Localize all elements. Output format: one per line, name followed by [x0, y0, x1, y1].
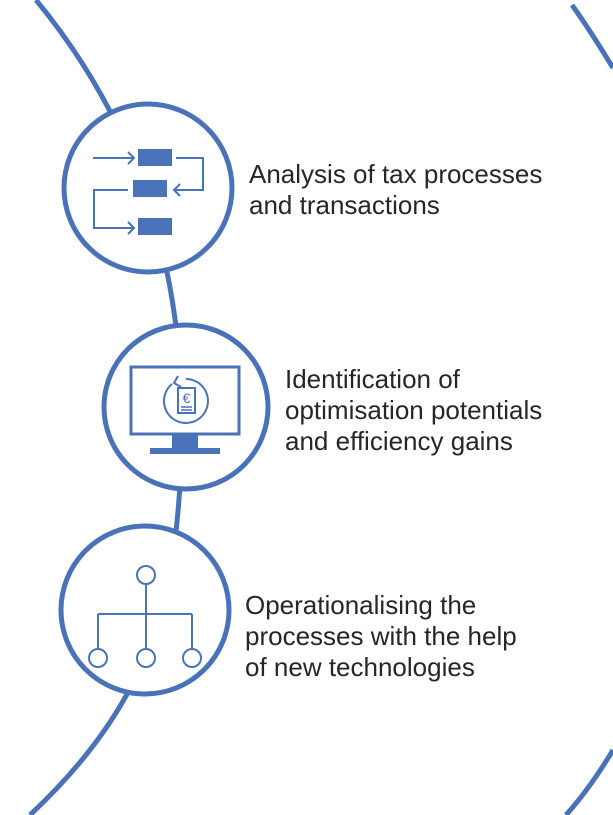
step-1-description: Analysis of tax processes and transactio… — [249, 159, 542, 221]
step-2-description: Identification of optimisation potential… — [285, 364, 542, 457]
hierarchy-network-icon — [58, 523, 232, 697]
step-1-line-1: Analysis of tax processes — [249, 159, 543, 189]
step-3-description: Operationalising the processes with the … — [245, 590, 517, 683]
right-arc-bottom — [564, 748, 613, 815]
step-2-line-1: Identification of — [285, 364, 460, 394]
step-1-line-2: and transactions — [249, 190, 440, 220]
right-arc — [569, 3, 613, 70]
step-2-line-3: and efficiency gains — [285, 426, 513, 456]
step-3-line-1: Operationalising the — [245, 590, 477, 620]
step-3-line-3: of new technologies — [245, 652, 475, 682]
step-2-line-2: optimisation potentials — [285, 395, 543, 425]
svg-text:€: € — [183, 390, 191, 406]
step-3-line-2: processes with the help — [245, 621, 517, 651]
monitor-euro-document-icon: € — [101, 322, 271, 492]
process-flow-icon — [61, 101, 235, 275]
